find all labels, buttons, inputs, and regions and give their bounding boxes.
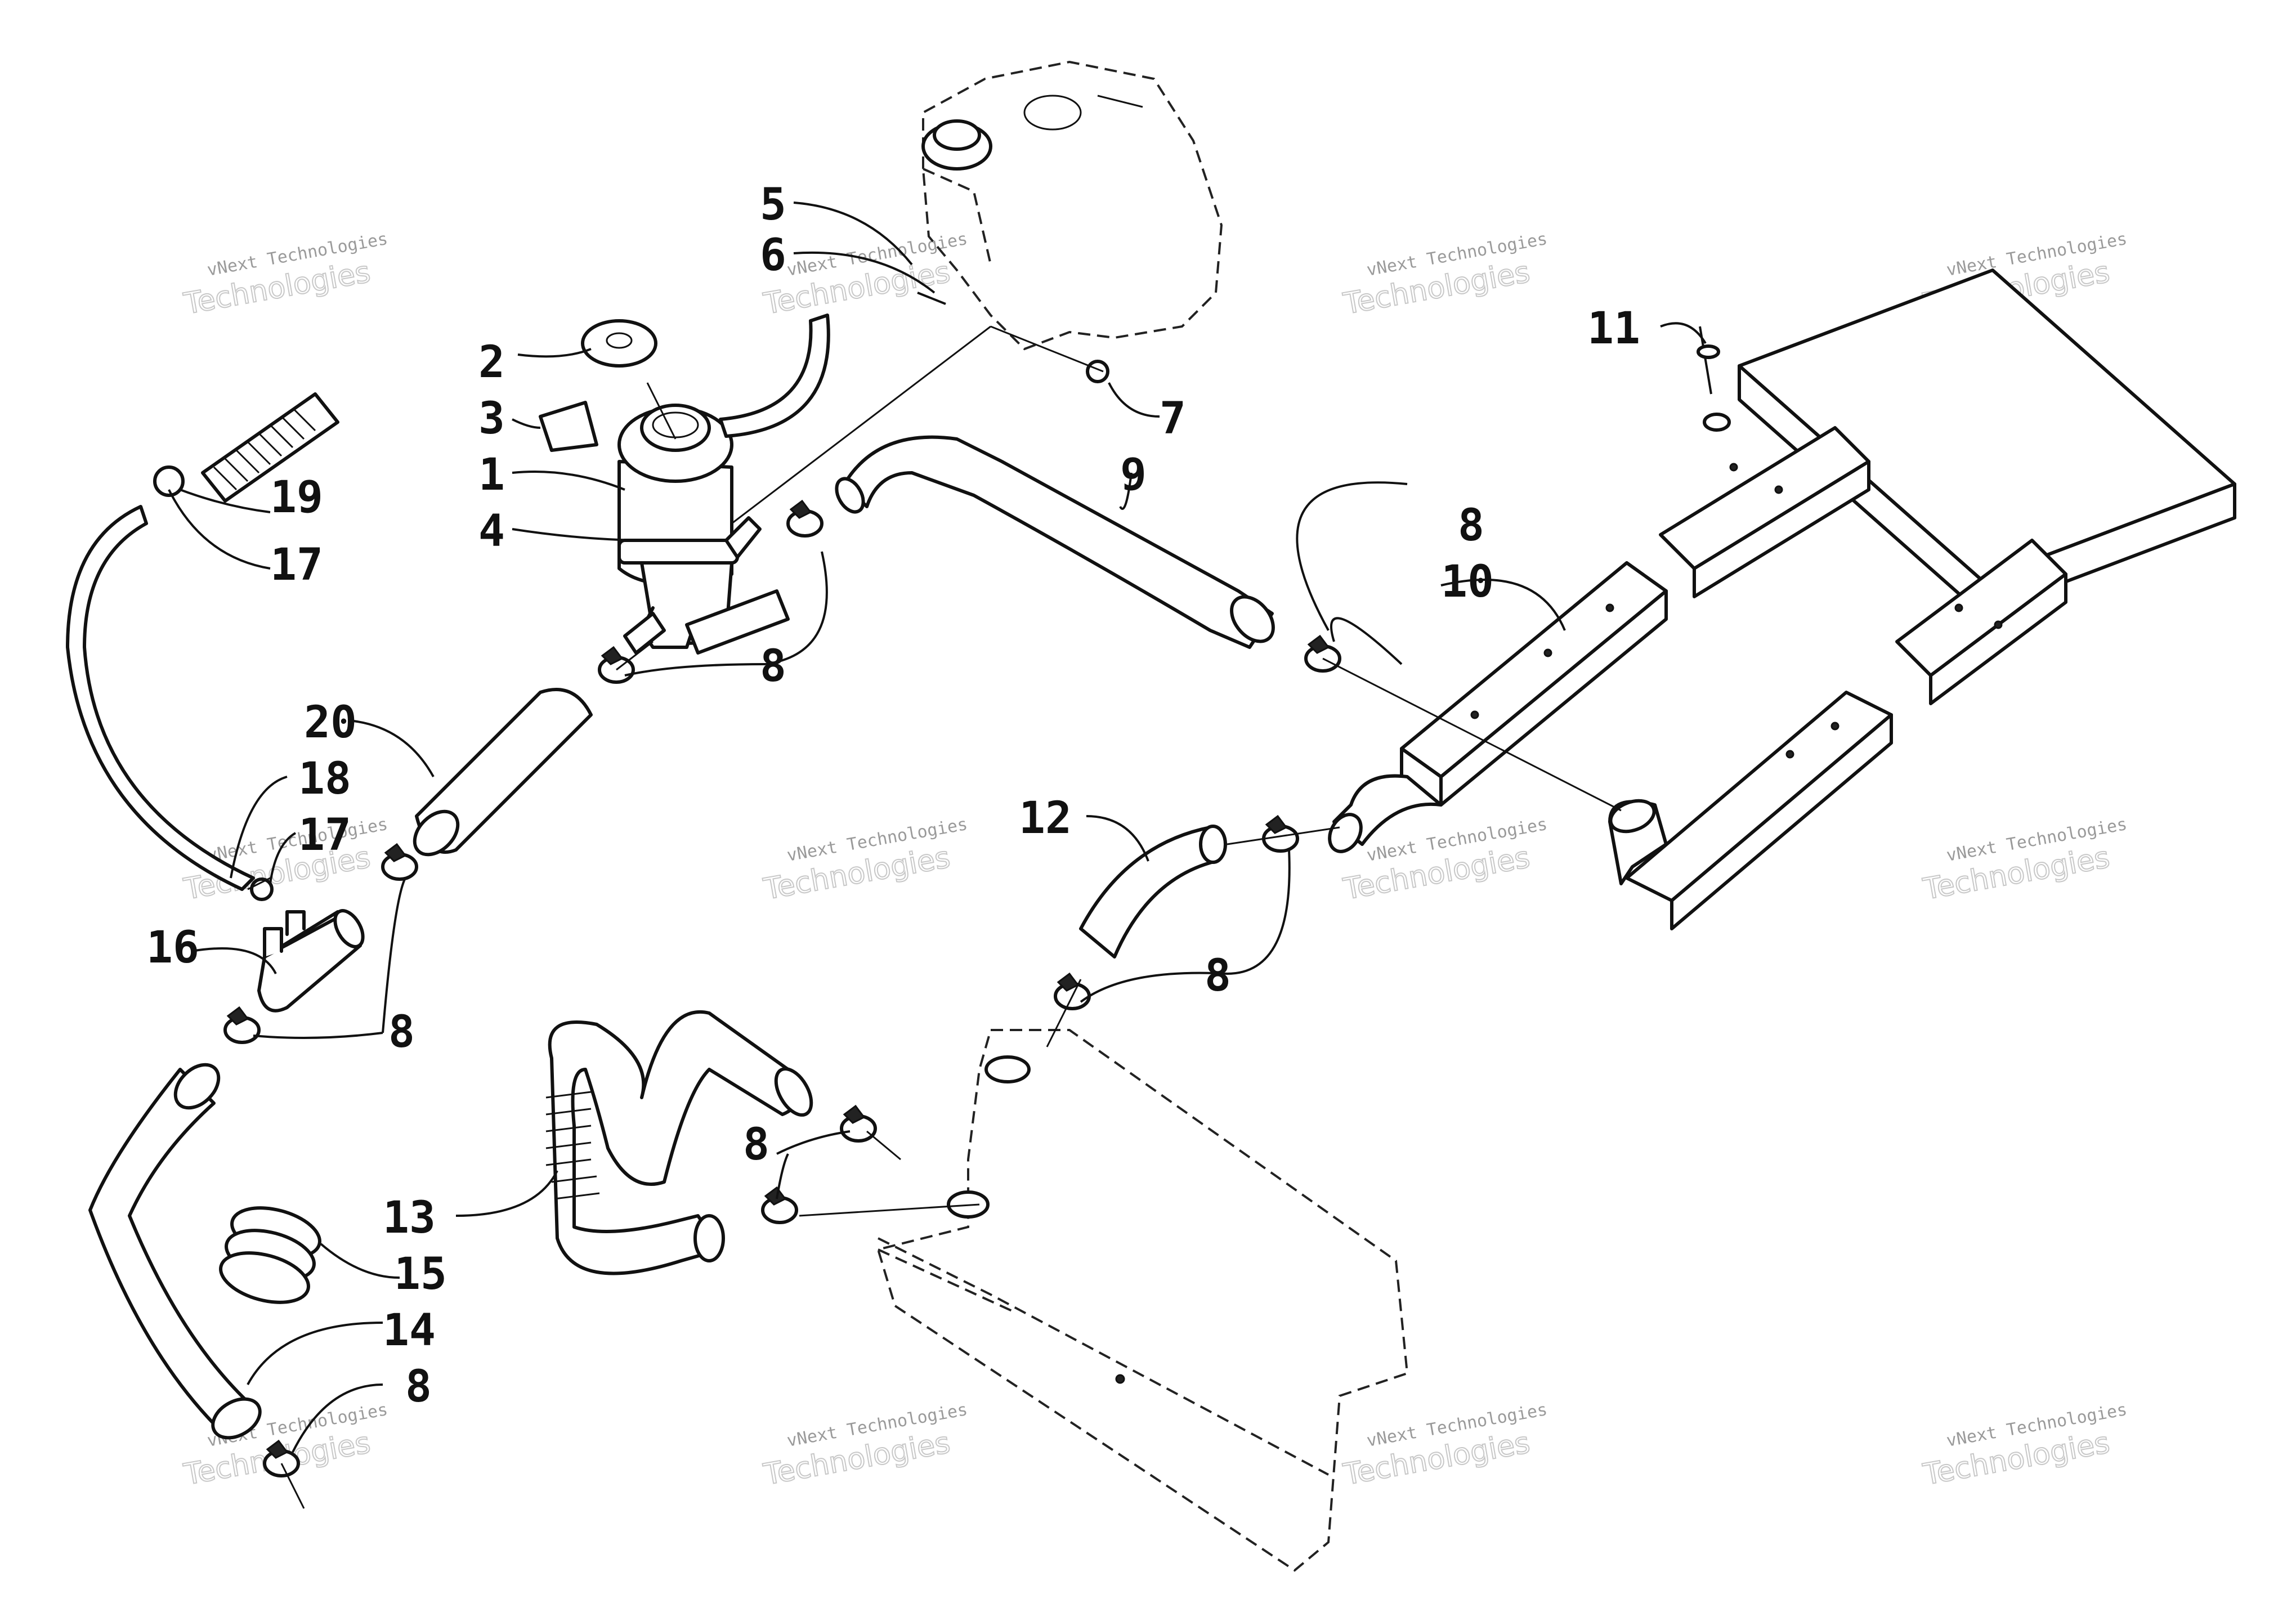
- heat-exchanger: [1328, 561, 1668, 853]
- hose-12: [1079, 826, 1218, 959]
- callout-8-b: 8: [1205, 951, 1231, 1001]
- callout-3: 3: [478, 393, 505, 444]
- callout-4: 4: [478, 506, 505, 557]
- callout-1: 1: [478, 450, 505, 500]
- fuel-tank-outline: [921, 60, 1223, 351]
- callout-14: 14: [383, 1305, 436, 1356]
- callout-5: 5: [760, 180, 786, 230]
- rivet: [1697, 326, 1731, 432]
- callout-19: 19: [270, 472, 323, 523]
- callout-20: 20: [304, 697, 357, 748]
- spring: [201, 392, 339, 503]
- callout-6: 6: [760, 230, 786, 281]
- callout-17-a: 17: [270, 540, 323, 590]
- callout-labels: 2 3 1 4 5 6 7 9 8 10 11 12 8 8 19 17 20 …: [146, 180, 1640, 1412]
- callout-8-c: 8: [760, 641, 786, 692]
- vent-hose: [719, 314, 830, 438]
- callout-15: 15: [394, 1249, 447, 1300]
- callout-9: 9: [1120, 450, 1147, 500]
- overflow-hose: [66, 505, 255, 891]
- callout-12: 12: [1019, 793, 1072, 844]
- nut: [1086, 360, 1109, 383]
- callout-13: 13: [383, 1193, 436, 1243]
- callout-17-b: 17: [298, 810, 351, 861]
- coolant-bottle: [617, 404, 790, 655]
- callout-11: 11: [1587, 303, 1640, 354]
- callout-7: 7: [1160, 393, 1186, 444]
- assembly-lines: [247, 325, 1622, 1509]
- callout-8-e: 8: [743, 1120, 769, 1170]
- hose-13-corrugated: [548, 1010, 800, 1275]
- decal: [539, 401, 598, 452]
- leader-lines: [168, 201, 1707, 1453]
- coil-clamp: [219, 1206, 321, 1304]
- callout-10: 10: [1441, 557, 1494, 607]
- callout-2: 2: [478, 337, 505, 388]
- callout-16: 16: [146, 923, 199, 973]
- callout-8-a: 8: [1458, 500, 1484, 551]
- y-fitting: [257, 909, 365, 1013]
- tunnel-outline: [876, 1029, 1409, 1572]
- callout-8-f: 8: [405, 1362, 432, 1412]
- radiator-cap: [581, 319, 657, 368]
- callout-18: 18: [298, 754, 351, 804]
- callout-8-d: 8: [388, 1007, 415, 1058]
- heat-exchanger-assembly: [1608, 268, 2236, 930]
- hose-upper-long: [843, 435, 1274, 649]
